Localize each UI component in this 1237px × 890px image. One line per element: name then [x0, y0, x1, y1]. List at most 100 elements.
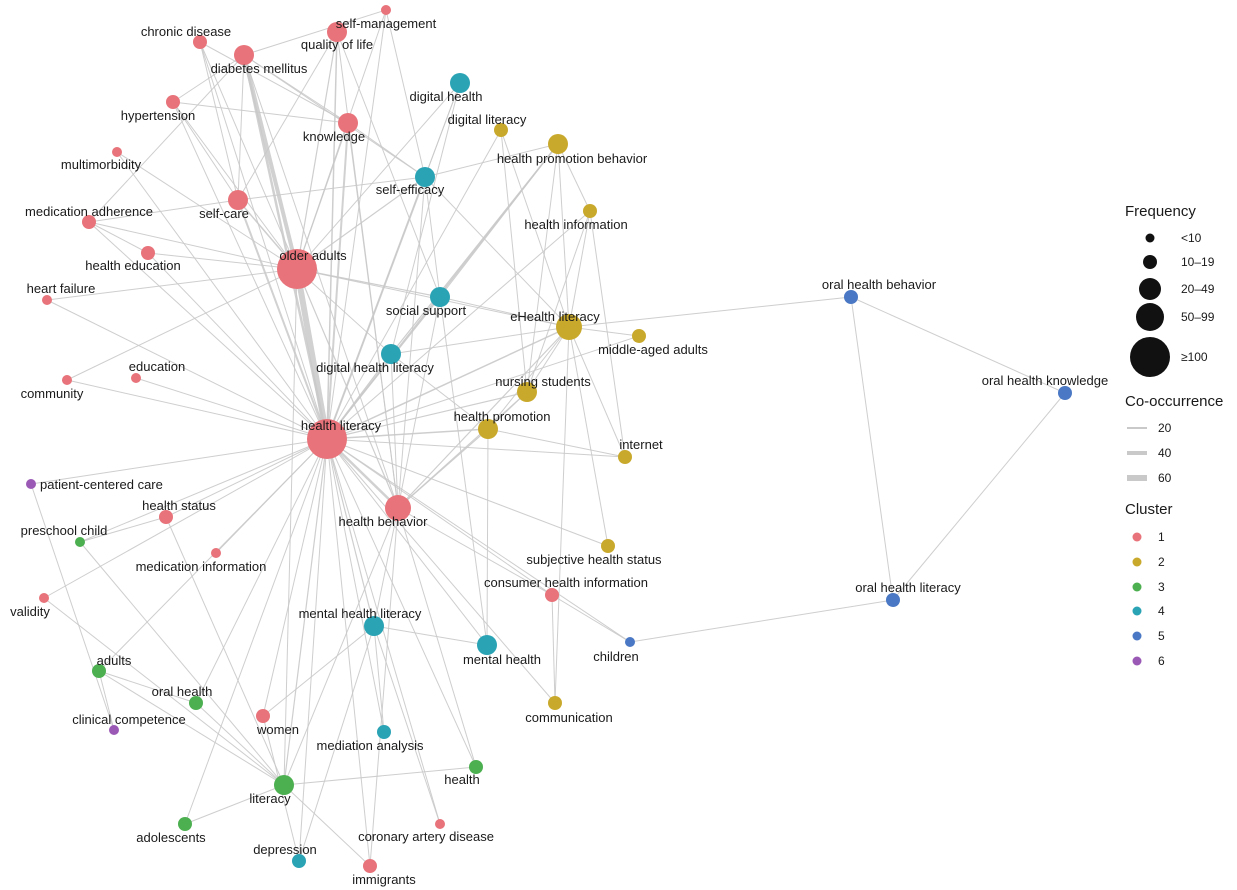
edge-health-literacy--consumer-health-information	[326, 438, 553, 596]
edge-oral-health-literacy--children	[629, 599, 894, 643]
node-subjective-health-status[interactable]	[601, 539, 615, 553]
node-middle-aged-adults[interactable]	[632, 329, 646, 343]
node-label-ehealth-literacy: eHealth literacy	[510, 309, 600, 324]
node-medication-adherence[interactable]	[82, 215, 96, 229]
node-immigrants[interactable]	[363, 859, 377, 873]
edge-older-adults--digital-health-literacy	[296, 268, 392, 355]
node-heart-failure[interactable]	[42, 295, 52, 305]
node-mental-health-literacy[interactable]	[364, 616, 384, 636]
edge-digital-health--self-efficacy	[424, 82, 461, 178]
node-label-clinical-competence: clinical competence	[72, 712, 185, 727]
node-label-subjective-health-status: subjective health status	[526, 552, 662, 567]
node-communication[interactable]	[548, 696, 562, 710]
node-label-health-behavior: health behavior	[339, 514, 429, 529]
legend-frequency-swatch-3	[1136, 303, 1164, 331]
edge-adults--clinical-competence	[98, 670, 115, 731]
node-education[interactable]	[131, 373, 141, 383]
edge-self-efficacy--health-behavior	[397, 176, 426, 509]
node-knowledge[interactable]	[338, 113, 358, 133]
edge-health-literacy--oral-health	[195, 438, 328, 704]
node-adolescents[interactable]	[178, 817, 192, 831]
node-internet[interactable]	[618, 450, 632, 464]
node-older-adults[interactable]	[277, 249, 317, 289]
node-digital-literacy[interactable]	[494, 123, 508, 137]
edge-knowledge--health-behavior	[347, 122, 399, 509]
node-hypertension[interactable]	[166, 95, 180, 109]
edge-health-literacy--mental-health	[326, 438, 488, 646]
node-adults[interactable]	[92, 664, 106, 678]
node-label-social-support: social support	[386, 303, 467, 318]
node-health-promotion[interactable]	[478, 419, 498, 439]
node-digital-health[interactable]	[450, 73, 470, 93]
node-oral-health-literacy[interactable]	[886, 593, 900, 607]
edge-consumer-health-information--communication	[551, 594, 556, 704]
node-digital-health-literacy[interactable]	[381, 344, 401, 364]
edge-social-support--ehealth-literacy	[439, 296, 570, 328]
edge-health-literacy--digital-literacy	[326, 129, 502, 440]
node-health-literacy[interactable]	[307, 419, 347, 459]
edge-health-literacy--internet	[326, 438, 626, 458]
node-children[interactable]	[625, 637, 635, 647]
node-health-education[interactable]	[141, 246, 155, 260]
node-nursing-students[interactable]	[517, 382, 537, 402]
edge-health-literacy--mediation-analysis	[326, 438, 385, 733]
node-label-medication-information: medication information	[136, 559, 267, 574]
node-diabetes-mellitus[interactable]	[234, 45, 254, 65]
node-patient-centered-care[interactable]	[26, 479, 36, 489]
node-self-management[interactable]	[381, 5, 391, 15]
edge-self-efficacy--social-support	[424, 176, 441, 298]
node-oral-health-knowledge[interactable]	[1058, 386, 1072, 400]
edge-health-information--nursing-students	[526, 210, 591, 393]
edge-oral-health-behavior--oral-health-knowledge	[850, 296, 1066, 394]
legend: Frequency<1010–1920–4950–99≥100Co-occurr…	[1125, 203, 1223, 668]
legend-cluster-swatch-5	[1132, 631, 1142, 641]
node-health-promotion-behavior[interactable]	[548, 134, 568, 154]
node-ehealth-literacy[interactable]	[556, 314, 582, 340]
edge-health-behavior--mental-health-literacy	[373, 507, 399, 627]
node-layer	[26, 5, 1072, 873]
edge-self-efficacy--ehealth-literacy	[424, 176, 570, 328]
node-self-efficacy[interactable]	[415, 167, 435, 187]
node-label-heart-failure: heart failure	[27, 281, 96, 296]
node-health-behavior[interactable]	[385, 495, 411, 521]
node-women[interactable]	[256, 709, 270, 723]
node-chronic-disease[interactable]	[193, 35, 207, 49]
legend-cluster-swatch-3	[1132, 582, 1142, 592]
node-clinical-competence[interactable]	[109, 725, 119, 735]
node-label-self-management: self-management	[336, 16, 437, 31]
edge-health-behavior--immigrants	[369, 507, 399, 867]
edge-literacy--health	[283, 766, 477, 786]
node-health-status[interactable]	[159, 510, 173, 524]
node-label-health-education: health education	[85, 258, 180, 273]
node-oral-health[interactable]	[189, 696, 203, 710]
node-depression[interactable]	[292, 854, 306, 868]
node-label-self-care: self-care	[199, 206, 249, 221]
node-community[interactable]	[62, 375, 72, 385]
node-oral-health-behavior[interactable]	[844, 290, 858, 304]
edge-oral-health--literacy	[195, 702, 285, 786]
edge-health-literacy--community	[66, 379, 328, 440]
node-multimorbidity[interactable]	[112, 147, 122, 157]
edge-ehealth-literacy--communication	[554, 326, 570, 704]
node-label-health-promotion: health promotion	[454, 409, 551, 424]
node-preschool-child[interactable]	[75, 537, 85, 547]
node-validity[interactable]	[39, 593, 49, 603]
node-self-care[interactable]	[228, 190, 248, 210]
node-consumer-health-information[interactable]	[545, 588, 559, 602]
node-mediation-analysis[interactable]	[377, 725, 391, 739]
node-label-mediation-analysis: mediation analysis	[317, 738, 424, 753]
node-medication-information[interactable]	[211, 548, 221, 558]
edge-adults--oral-health	[98, 670, 197, 704]
node-health-information[interactable]	[583, 204, 597, 218]
node-mental-health[interactable]	[477, 635, 497, 655]
node-coronary-artery-disease[interactable]	[435, 819, 445, 829]
node-health[interactable]	[469, 760, 483, 774]
edge-older-adults--medication-adherence	[88, 221, 298, 270]
edge-health-status--preschool-child	[79, 516, 167, 543]
edge-health-literacy--quality-of-life	[326, 31, 338, 440]
edge-digital-health-literacy--health-behavior	[390, 353, 399, 509]
node-quality-of-life[interactable]	[327, 22, 347, 42]
node-social-support[interactable]	[430, 287, 450, 307]
node-literacy[interactable]	[274, 775, 294, 795]
legend-frequency-label-2: 20–49	[1181, 282, 1215, 296]
